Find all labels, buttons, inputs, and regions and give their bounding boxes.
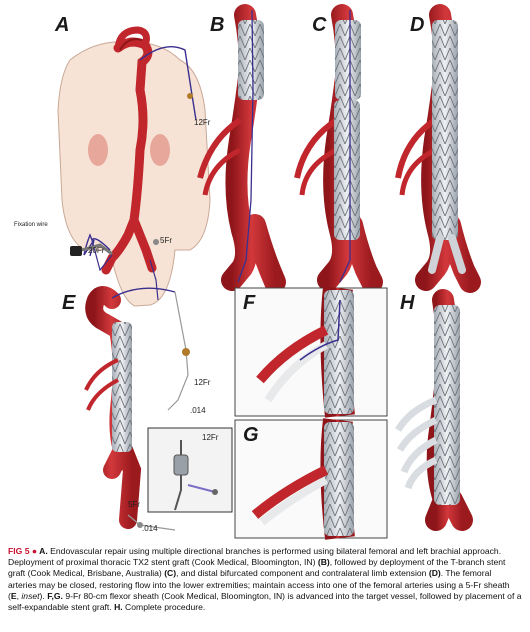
figure-artwork <box>57 4 481 540</box>
caption-fig-label: FIG 5 <box>8 546 30 556</box>
caption-h-ref: H. <box>114 602 123 613</box>
caption-text-7: 9-Fr 80-cm flexor sheath (Cook Medical, … <box>8 590 522 613</box>
panel-c-art <box>294 4 383 293</box>
stent-d-limbs <box>428 234 466 274</box>
wire-left-brachial <box>139 46 197 121</box>
panel-label-h: H <box>400 292 415 314</box>
wire-e-brachial <box>167 291 189 411</box>
figure-illustration: A B C D E F G H 12Fr Fixation wire 20Fr … <box>14 4 481 540</box>
kidney-right <box>150 134 170 166</box>
sheath-e-12fr <box>182 348 190 356</box>
panel-a-art <box>57 26 211 307</box>
aortic-arch <box>114 26 150 49</box>
label-inset-12fr: 12Fr <box>202 433 219 442</box>
caption-bullet: ● <box>31 546 38 556</box>
panel-label-g: G <box>243 424 259 446</box>
panel-label-d: D <box>410 14 425 36</box>
wire-b <box>237 9 254 283</box>
label-e-5fr: 5Fr <box>128 500 140 509</box>
caption-text-3: , and distal bifurcated component and co… <box>176 568 429 579</box>
caption-text-5: , <box>16 590 22 601</box>
caption-text-8: Complete procedure. <box>122 602 206 613</box>
panel-f-art <box>234 286 388 418</box>
panel-e-art <box>84 286 190 531</box>
wire-c <box>339 10 351 283</box>
caption-fg-ref: F,G. <box>47 590 63 601</box>
label-e-014b: .014 <box>142 524 158 533</box>
label-a-20fr: 20Fr <box>88 246 105 255</box>
sheath-20fr-tube <box>81 243 113 256</box>
caption-text-1: Endovascular repair using multiple direc… <box>8 546 502 568</box>
panel-label-b: B <box>210 14 225 36</box>
sheath-12fr-hub <box>187 93 193 99</box>
caption-d-ref: (D) <box>428 568 441 579</box>
label-a-12fr: 12Fr <box>194 118 211 127</box>
figure-caption: FIG 5 ● A. Endovascular repair using mul… <box>8 546 522 613</box>
label-a-wire: Fixation wire <box>14 222 48 228</box>
caption-e-ref: E <box>10 590 17 601</box>
panel-label-a: A <box>55 14 70 36</box>
caption-inset: inset <box>21 590 40 601</box>
sheath-20fr-hub <box>70 246 82 256</box>
caption-text-6: ). <box>39 590 48 601</box>
panel-g-art <box>234 418 388 540</box>
caption-b-ref: (B) <box>317 557 330 568</box>
sheath-5fr-hub <box>153 239 159 245</box>
kidney-left <box>88 134 108 166</box>
torso-outline <box>57 41 211 307</box>
panel-d-art <box>395 4 481 293</box>
wire-femoral-a <box>91 239 113 272</box>
wire-femoral-right <box>149 259 159 301</box>
label-e-12fr: 12Fr <box>194 378 211 387</box>
label-a-5fr: 5Fr <box>160 236 172 245</box>
caption-a: A. <box>37 546 48 556</box>
panel-e-inset <box>147 427 233 513</box>
panel-label-e: E <box>62 292 76 314</box>
label-e-014: .014 <box>190 406 206 415</box>
caption-text-4: . The femoral arteries may be closed, re… <box>8 568 510 601</box>
caption-c-ref: (C) <box>164 568 177 579</box>
panel-label-f: F <box>243 292 256 314</box>
panel-b-art <box>197 4 286 293</box>
panel-label-c: C <box>312 14 327 36</box>
panel-h-art <box>394 289 473 531</box>
caption-text-2: , followed by deployment of the T-branch… <box>8 557 506 579</box>
